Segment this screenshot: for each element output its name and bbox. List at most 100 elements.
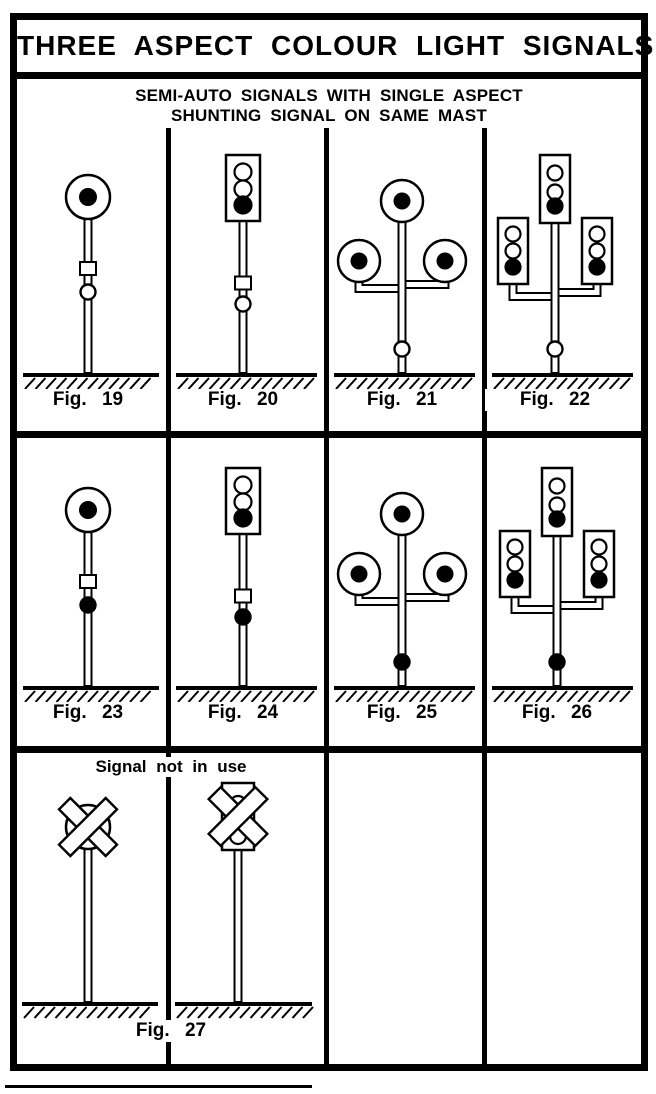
subtitle-line2: SHUNTING SIGNAL ON SAME MAST xyxy=(171,106,487,125)
ground-hatch xyxy=(598,377,610,390)
signal-drawing-fig20 xyxy=(176,153,317,390)
ground-hatch xyxy=(198,377,210,390)
ground-hatch xyxy=(229,377,242,390)
ground-hatch xyxy=(249,1006,262,1019)
figure-label-fig19: Fig. 19 xyxy=(18,389,158,411)
signal-drawing-fig27 xyxy=(22,781,314,1019)
ground-hatch xyxy=(107,1006,119,1019)
ground-hatch xyxy=(66,377,78,390)
ground-line xyxy=(492,686,633,690)
ground-hatch xyxy=(87,690,99,703)
figure-label-fig21: Fig. 21 xyxy=(332,389,472,411)
signal-lens xyxy=(436,252,454,270)
bracket-arm xyxy=(354,281,405,293)
ground-hatch xyxy=(377,690,389,703)
figure-cell-fig23: Fig. 23 xyxy=(18,438,166,746)
ground-hatch xyxy=(138,1006,151,1019)
ground-hatch xyxy=(208,690,221,703)
ground-hatch xyxy=(139,690,152,703)
ground-line xyxy=(23,686,159,690)
signal-lens xyxy=(393,505,411,523)
signal-lamp xyxy=(504,258,522,276)
shunt-signal-marker xyxy=(393,653,411,671)
ground-hatch xyxy=(55,377,68,390)
title-underline xyxy=(17,72,641,79)
ground-hatch xyxy=(176,1006,188,1019)
signal-lamp xyxy=(506,571,524,589)
ground-hatch xyxy=(608,690,621,703)
shunt-signal-marker xyxy=(393,340,411,358)
ground-hatch xyxy=(117,1006,130,1019)
signal-lamp xyxy=(506,555,524,573)
signal-lamp xyxy=(546,183,564,201)
ground-hatch xyxy=(450,690,463,703)
outer-border xyxy=(10,13,648,1071)
ground-hatch xyxy=(261,377,273,390)
ground-hatch xyxy=(514,377,526,390)
ground-hatch xyxy=(292,377,305,390)
ground-hatch xyxy=(398,690,410,703)
signal-drawing-fig24 xyxy=(176,466,317,703)
page-title: THREE ASPECT COLOUR LIGHT SIGNALS xyxy=(17,30,655,61)
ground-hatch xyxy=(587,690,600,703)
ground-hatch xyxy=(65,1006,77,1019)
ground-hatch xyxy=(535,690,547,703)
ground-hatch xyxy=(76,690,89,703)
ground-hatch xyxy=(55,690,68,703)
signal-lamp xyxy=(548,510,566,528)
figure-cell-fig20: Fig. 20 xyxy=(171,125,324,431)
ground-line xyxy=(176,373,317,377)
shunt-signal-marker xyxy=(79,596,97,614)
ground-hatch xyxy=(619,377,631,390)
ground-hatch xyxy=(356,690,368,703)
column-divider-1 xyxy=(166,128,171,1064)
not-in-use-cross-bar xyxy=(57,796,119,858)
figure-label-fig27: Fig. 27 xyxy=(129,1020,213,1042)
shunt-signal-marker xyxy=(548,653,566,671)
ground-hatch xyxy=(97,690,110,703)
route-indicator-box xyxy=(234,588,252,604)
ground-hatch xyxy=(566,377,579,390)
ground-hatch xyxy=(429,377,442,390)
ground-hatch xyxy=(207,1006,220,1019)
ground-hatch xyxy=(461,377,473,390)
ground-hatch xyxy=(281,1006,293,1019)
ground-line xyxy=(23,373,159,377)
signal-lamp xyxy=(546,164,564,182)
bracket-arm xyxy=(510,596,560,614)
ground-hatch xyxy=(177,377,189,390)
shunt-signal-marker xyxy=(79,283,97,301)
ground-hatch xyxy=(208,377,221,390)
signal-lens xyxy=(79,501,97,519)
ground-hatch xyxy=(387,377,400,390)
route-indicator-box xyxy=(79,261,97,276)
ground-hatch xyxy=(398,377,410,390)
signal-mast xyxy=(83,846,93,1003)
signal-lamp xyxy=(233,475,253,495)
ground-hatch xyxy=(366,690,379,703)
page-edge-line xyxy=(5,1085,312,1088)
ground-hatch xyxy=(177,690,189,703)
ground-hatch xyxy=(545,377,558,390)
signal-lamp xyxy=(233,508,253,528)
ground-hatch xyxy=(129,690,141,703)
ground-hatch xyxy=(45,377,57,390)
ground-hatch xyxy=(535,377,547,390)
ground-hatch xyxy=(197,1006,209,1019)
ground-hatch xyxy=(76,377,89,390)
ground-hatch xyxy=(219,690,231,703)
bracket-arm xyxy=(508,283,558,301)
ground-hatch xyxy=(271,377,284,390)
signal-lens xyxy=(350,565,368,583)
signal-lamp xyxy=(233,162,253,182)
ground-hatch xyxy=(419,377,431,390)
ground-hatch xyxy=(335,690,347,703)
signal-drawing-fig22 xyxy=(492,153,633,390)
ground-hatch xyxy=(503,690,516,703)
ground-hatch xyxy=(429,690,442,703)
ground-line xyxy=(334,373,475,377)
figure-label-fig24: Fig. 24 xyxy=(173,702,313,724)
row-divider-1 xyxy=(17,431,641,438)
signal-drawing-fig25 xyxy=(334,491,475,703)
figure-cell-fig25: Fig. 25 xyxy=(329,438,482,746)
